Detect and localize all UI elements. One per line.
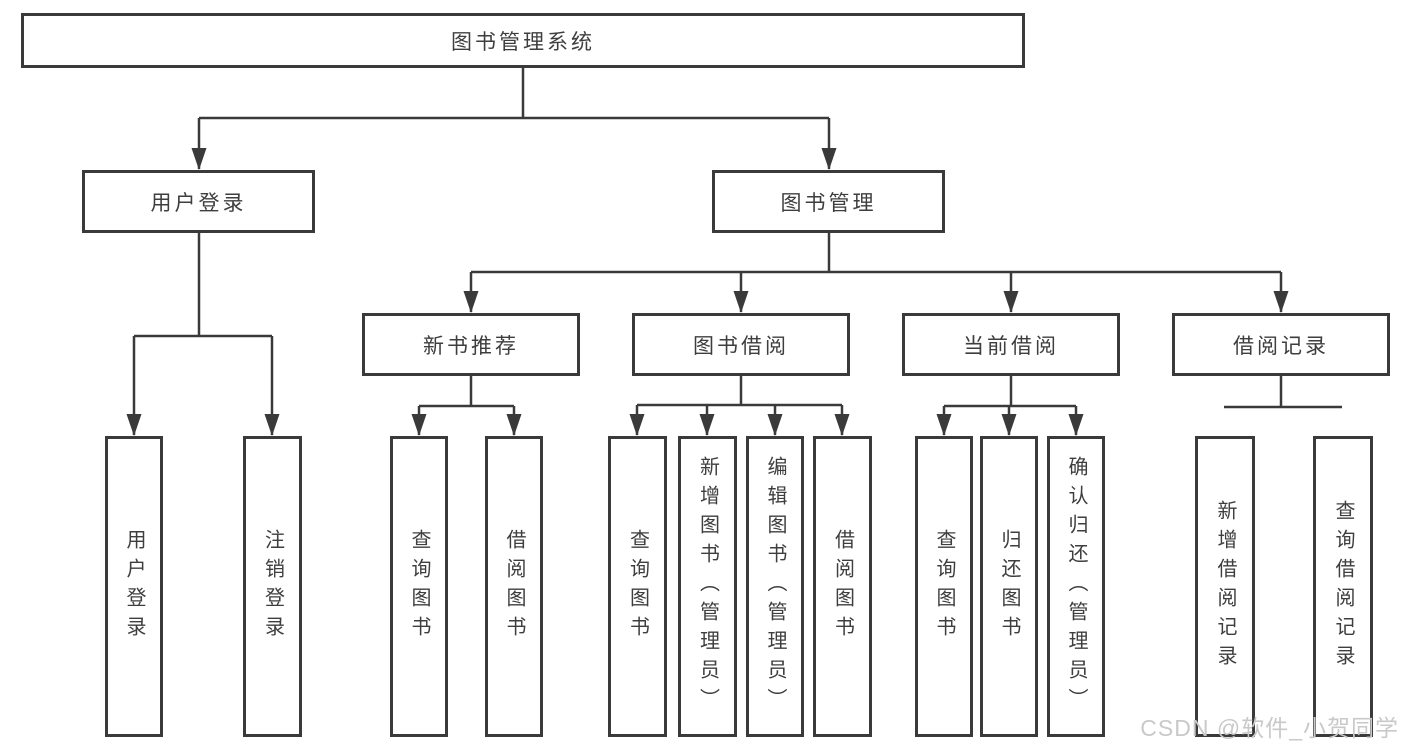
node-root: 图书管理系统 — [21, 13, 1025, 68]
node-book-management: 图书管理 — [712, 170, 945, 233]
leaf-add-borrow-record: 新增借阅记录 — [1195, 436, 1255, 737]
leaf-add-books-admin-label: 新增图书（管理员） — [696, 456, 719, 717]
node-current-borrowing-label: 当前借阅 — [963, 334, 1059, 358]
node-book-borrowing-label: 图书借阅 — [693, 334, 789, 358]
leaf-edit-books-admin-label: 编辑图书（管理员） — [764, 456, 786, 717]
leaf-logout: 注销登录 — [243, 436, 302, 737]
leaf-user-login: 用户登录 — [105, 436, 163, 737]
leaf-query-books-current-label: 查询图书 — [933, 528, 955, 645]
node-current-borrowing: 当前借阅 — [902, 313, 1120, 376]
leaf-borrow-books-recommend-label: 借阅图书 — [503, 528, 525, 645]
node-book-borrowing: 图书借阅 — [632, 313, 850, 376]
leaf-user-login-label: 用户登录 — [123, 528, 145, 645]
leaf-confirm-return-admin-label: 确认归还（管理员） — [1065, 456, 1087, 717]
node-user-login-label: 用户登录 — [150, 191, 247, 215]
leaf-return-books-label: 归还图书 — [998, 528, 1020, 645]
leaf-query-borrow-record: 查询借阅记录 — [1313, 436, 1373, 737]
leaf-query-books-borrow-label: 查询图书 — [626, 528, 649, 645]
leaf-query-borrow-record-label: 查询借阅记录 — [1332, 499, 1354, 674]
node-new-book-recommend-label: 新书推荐 — [423, 334, 519, 358]
csdn-watermark: CSDN @软件_小贺同学 — [1140, 715, 1399, 741]
node-new-book-recommend: 新书推荐 — [362, 313, 580, 376]
node-root-label: 图书管理系统 — [451, 30, 595, 54]
leaf-logout-label: 注销登录 — [261, 528, 284, 645]
leaf-confirm-return-admin: 确认归还（管理员） — [1047, 436, 1105, 737]
node-borrowing-records-label: 借阅记录 — [1233, 334, 1329, 358]
leaf-edit-books-admin: 编辑图书（管理员） — [746, 436, 804, 737]
leaf-add-books-admin: 新增图书（管理员） — [678, 436, 737, 737]
node-user-login: 用户登录 — [82, 170, 315, 233]
leaf-add-borrow-record-label: 新增借阅记录 — [1214, 499, 1236, 674]
node-borrowing-records: 借阅记录 — [1172, 313, 1390, 376]
leaf-borrow-books-label: 借阅图书 — [831, 528, 854, 645]
leaf-borrow-books: 借阅图书 — [813, 436, 872, 737]
leaf-query-books-current: 查询图书 — [915, 436, 973, 737]
leaf-query-books-borrow: 查询图书 — [608, 436, 667, 737]
node-book-management-label: 图书管理 — [780, 191, 877, 215]
leaf-return-books: 归还图书 — [980, 436, 1038, 737]
leaf-query-books-recommend-label: 查询图书 — [408, 528, 430, 645]
leaf-query-books-recommend: 查询图书 — [390, 436, 448, 737]
leaf-borrow-books-recommend: 借阅图书 — [485, 436, 543, 737]
